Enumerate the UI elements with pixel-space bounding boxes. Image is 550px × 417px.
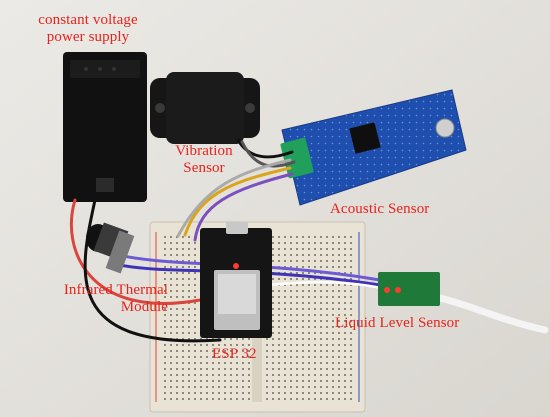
label-liquid-level-sensor: Liquid Level Sensor <box>335 315 460 331</box>
acoustic-sensor-board <box>280 89 467 206</box>
label-infrared-thermal: Infrared Thermal Module <box>58 282 168 316</box>
label-vibration-line1: Vibration <box>175 143 233 159</box>
vibration-sensor-box <box>150 72 260 144</box>
label-power-supply-line1: constant voltage <box>38 12 138 28</box>
label-power-supply: constant voltage power supply <box>18 12 158 46</box>
esp32-board <box>200 222 272 338</box>
battery-box <box>63 52 147 202</box>
infrared-thermal-module <box>86 222 135 274</box>
label-vibration-line2: Sensor <box>183 160 225 176</box>
label-power-supply-line2: power supply <box>46 29 130 45</box>
label-infrared-line1: Infrared Thermal <box>63 282 168 298</box>
liquid-level-sensor <box>378 272 440 306</box>
label-infrared-line2: Module <box>120 299 168 315</box>
label-esp32: ESP 32 <box>212 346 257 362</box>
label-acoustic-sensor: Acoustic Sensor <box>330 201 430 217</box>
label-vibration-sensor: Vibration Sensor <box>164 143 244 177</box>
